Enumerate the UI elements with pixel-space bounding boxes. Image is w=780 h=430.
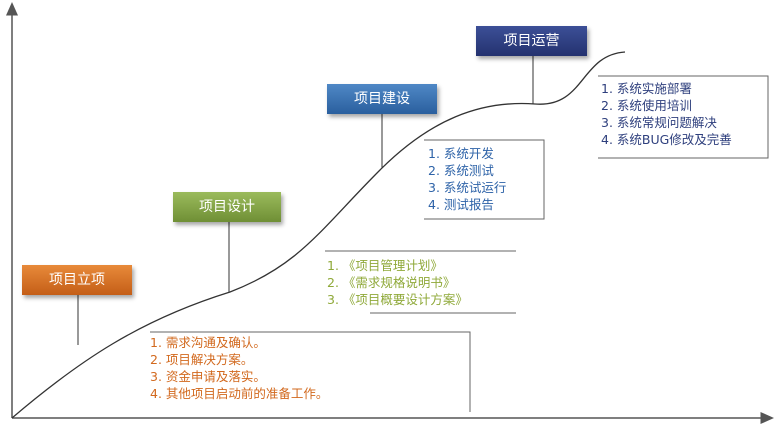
list-item: 2. 项目解决方案。: [150, 352, 254, 367]
list-item: 1. 需求沟通及确认。: [150, 335, 266, 350]
growth-curve: [11, 51, 626, 419]
list-item: 2. 《需求规格说明书》: [327, 275, 456, 290]
construction-task-list: 1. 系统开发 2. 系统测试 3. 系统试运行 4. 测试报告: [428, 145, 506, 213]
list-item: 2. 系统使用培训: [601, 98, 692, 113]
bracket-4: [598, 75, 769, 159]
bracket-1: [150, 331, 471, 412]
list-item: 4. 系统BUG修改及完善: [601, 132, 732, 147]
list-item: 3. 《项目概要设计方案》: [327, 292, 468, 307]
list-item: 2. 系统测试: [428, 163, 494, 178]
operation-task-list: 1. 系统实施部署 2. 系统使用培训 3. 系统常规问题解决 4. 系统BUG…: [601, 80, 732, 148]
list-item: 1. 《项目管理计划》: [327, 258, 443, 273]
phase-box-construction: 项目建设: [327, 84, 437, 114]
phase-box-initiation: 项目立项: [22, 265, 132, 295]
phase-box-design: 项目设计: [173, 192, 281, 222]
initiation-task-list: 1. 需求沟通及确认。 2. 项目解决方案。 3. 资金申请及落实。 4. 其他…: [150, 334, 328, 402]
list-item: 1. 系统实施部署: [601, 81, 692, 96]
list-item: 1. 系统开发: [428, 146, 494, 161]
list-item: 3. 系统常规问题解决: [601, 115, 717, 130]
list-item: 4. 其他项目启动前的准备工作。: [150, 386, 329, 401]
list-item: 4. 测试报告: [428, 197, 494, 212]
design-deliverable-list: 1. 《项目管理计划》 2. 《需求规格说明书》 3. 《项目概要设计方案》: [327, 257, 468, 308]
list-item: 3. 资金申请及落实。: [150, 369, 266, 384]
list-item: 3. 系统试运行: [428, 180, 507, 195]
phase-box-operation: 项目运营: [476, 26, 587, 56]
bracket-3: [424, 139, 545, 220]
